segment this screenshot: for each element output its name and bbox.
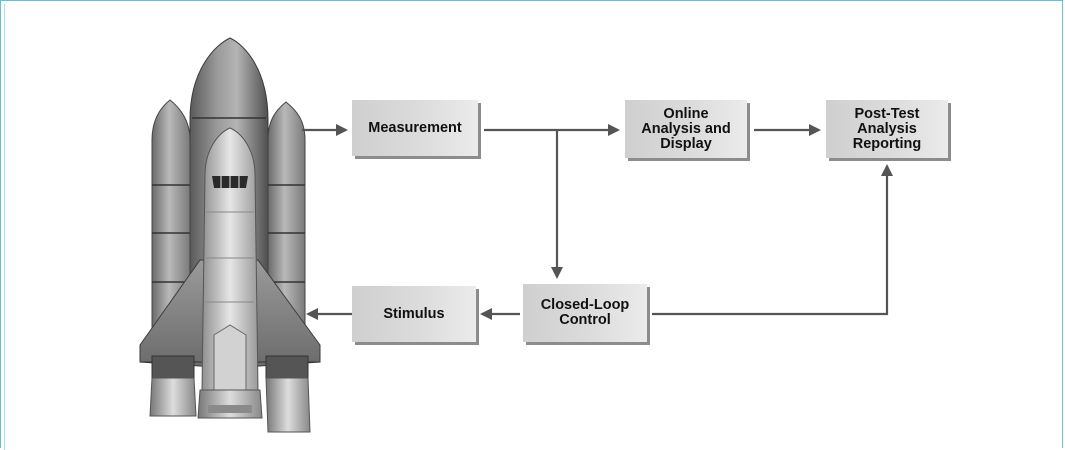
online-analysis-box: Online Analysis and Display [625, 100, 747, 158]
connectors [302, 124, 893, 320]
closed-loop-box: Closed-Loop Control [523, 284, 647, 342]
measurement-box: Measurement [352, 100, 478, 156]
stimulus-box: Stimulus [352, 286, 476, 342]
space-shuttle-illustration [139, 37, 321, 433]
arrow-closedloop-to-posttest [652, 164, 893, 316]
frame-inner-line [4, 4, 5, 450]
post-test-box: Post-Test Analysis Reporting [826, 100, 948, 158]
